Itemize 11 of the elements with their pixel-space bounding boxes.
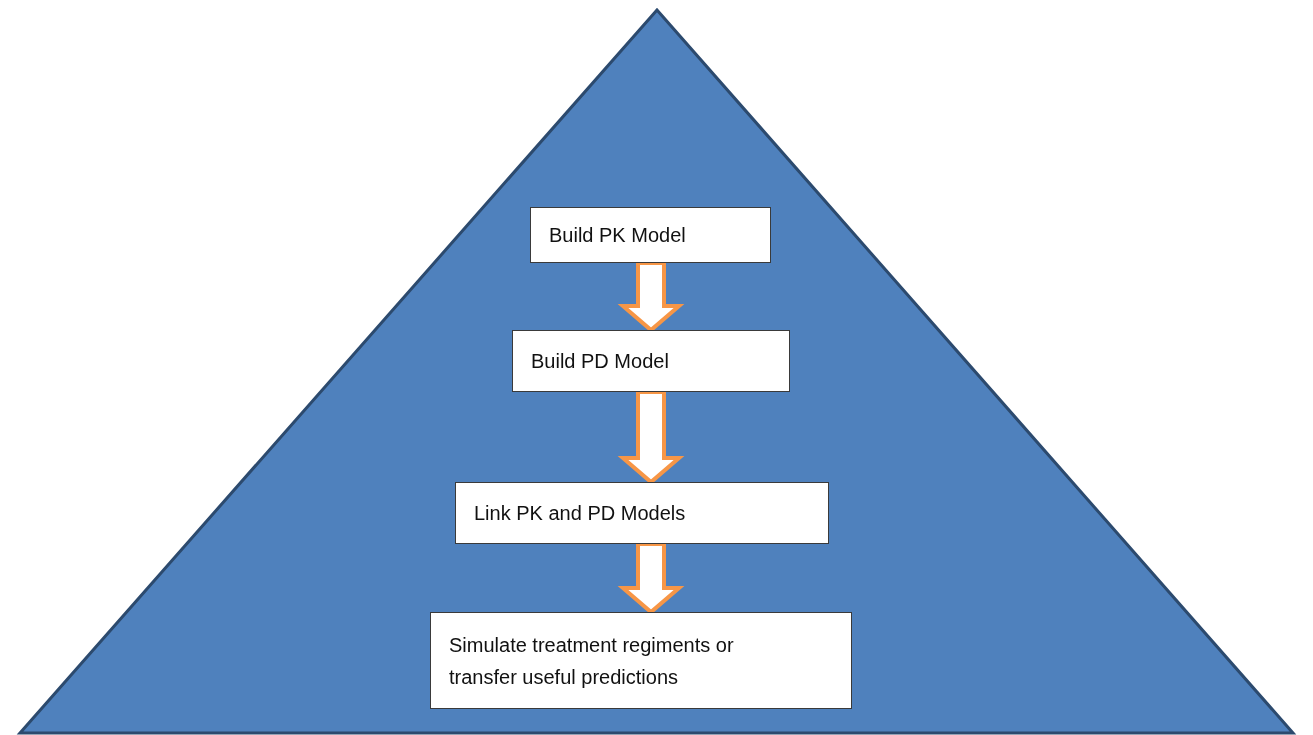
- block-arrow: [617, 261, 685, 333]
- process-box: [530, 207, 771, 263]
- process-box: [430, 612, 852, 709]
- process-box: [455, 482, 829, 544]
- block-arrow: [617, 390, 685, 485]
- step-text: Build PK Model: [549, 223, 686, 248]
- step-text: Link PK and PD Models: [474, 501, 686, 526]
- step-text: Simulate treatment regiments or transfer useful predictions: [449, 632, 735, 690]
- step-text: Build PD Model: [531, 349, 669, 374]
- block-arrow: [617, 542, 685, 615]
- process-box: [512, 330, 790, 392]
